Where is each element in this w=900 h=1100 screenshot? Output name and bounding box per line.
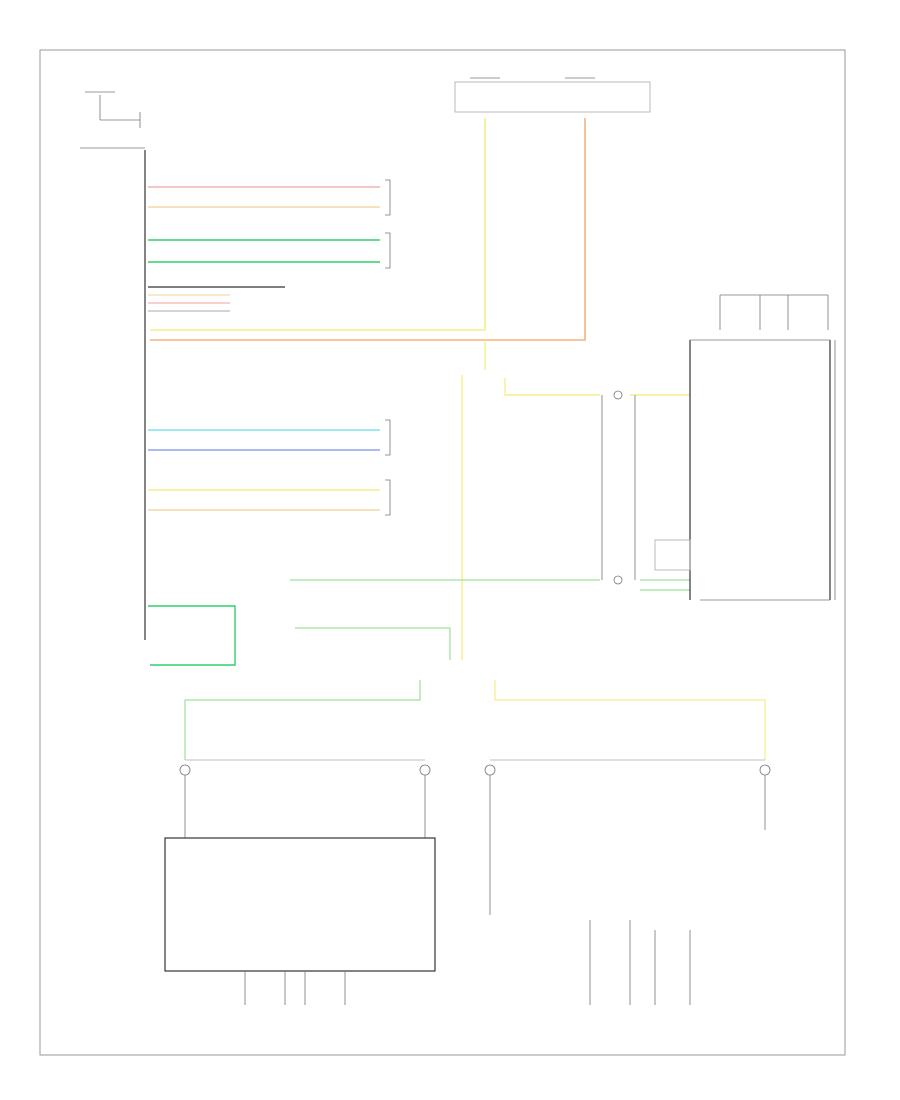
switch-contact-icon xyxy=(484,764,771,776)
fuse-block xyxy=(454,77,651,113)
wire-yellow-feed xyxy=(150,118,486,331)
wire-green-module xyxy=(640,579,690,591)
steering-switch-left xyxy=(164,837,436,972)
radio-unit xyxy=(80,91,146,640)
wire-yellow-to-switch xyxy=(504,378,600,396)
wire-green-left-switch xyxy=(184,680,421,760)
wire-lightgreen-2 xyxy=(295,627,451,660)
wire-green-control xyxy=(148,605,236,666)
wire-yellow-center xyxy=(461,340,486,660)
control-module-right xyxy=(654,294,836,601)
switch-contact-icon xyxy=(179,764,431,776)
wire-yellow-right-switch xyxy=(494,680,766,760)
diagram-border xyxy=(39,49,846,1056)
wire-orange-feed xyxy=(150,118,586,341)
connector-terminal-icon xyxy=(601,390,636,585)
right-switch-ground-leads xyxy=(589,920,691,1005)
rear-speaker-wires xyxy=(148,429,380,511)
ground-symbol-icon xyxy=(99,95,141,128)
left-switch-ground-leads xyxy=(244,971,346,1005)
speaker-symbol-icon xyxy=(385,179,391,516)
front-speaker-wires xyxy=(148,186,380,312)
